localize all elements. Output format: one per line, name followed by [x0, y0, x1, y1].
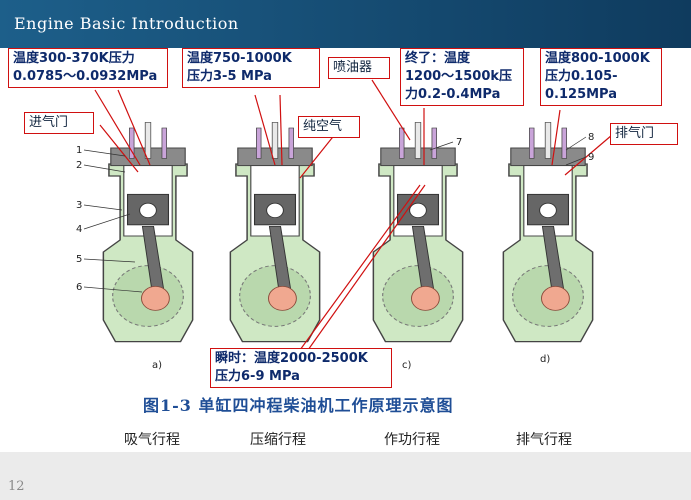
- stroke-label-compression: 压缩行程: [250, 432, 306, 448]
- intake-params-line-1: 温度300-370K压力: [13, 51, 135, 66]
- combustion-end-line-2: 1200～1500k压: [405, 69, 513, 84]
- intake-params-line-2: 0.0785～0.0932MPa: [13, 69, 158, 84]
- injector-label: 喷油器: [333, 60, 373, 75]
- part-number-2: 2: [76, 160, 82, 171]
- exhaust-params-line-2: 压力0.105-: [545, 69, 618, 84]
- part-number-leaders: [83, 136, 587, 293]
- exhaust-valve-callout: 排气门: [610, 123, 678, 145]
- sub-label-c: c): [402, 360, 411, 371]
- engine-a: [102, 121, 194, 343]
- title-bar: Engine Basic Introduction: [0, 0, 691, 48]
- page-number: 12: [8, 479, 25, 494]
- intake-valve-label: 进气门: [29, 115, 69, 130]
- part-number-3: 3: [76, 200, 82, 211]
- compression-params-callout: 温度750-1000K 压力3-5 MPa: [182, 48, 320, 88]
- pure-air-callout: 纯空气: [298, 116, 360, 138]
- page-title: Engine Basic Introduction: [14, 14, 239, 33]
- exhaust-params-line-1: 温度800-1000K: [545, 51, 650, 66]
- combustion-end-line-1: 终了：温度: [405, 51, 471, 66]
- combustion-end-params-callout: 终了：温度 1200～1500k压 力0.2-0.4MPa: [400, 48, 524, 106]
- stroke-label-exhaust: 排气行程: [516, 432, 572, 448]
- footer-band: [0, 452, 691, 500]
- engine-b: [229, 121, 321, 343]
- part-number-6: 6: [76, 282, 82, 293]
- part-number-7: 7: [456, 137, 462, 148]
- exhaust-params-callout: 温度800-1000K 压力0.105- 0.125MPa: [540, 48, 662, 106]
- sub-label-d: d): [540, 354, 550, 365]
- part-numbers: 1 2 3 4 5 6 7 8 9: [76, 132, 594, 293]
- part-number-5: 5: [76, 254, 82, 265]
- callout-leader-lines: [94, 79, 613, 351]
- instant-params-line-2: 压力6-9 MPa: [215, 369, 300, 384]
- stroke-label-intake: 吸气行程: [124, 432, 180, 448]
- engine-c: [372, 121, 464, 343]
- instant-params-line-1: 瞬时：温度2000-2500K: [215, 351, 368, 366]
- part-number-4: 4: [76, 224, 82, 235]
- intake-valve-callout: 进气门: [24, 112, 94, 134]
- injector-callout: 喷油器: [328, 57, 390, 79]
- engine-d: [502, 121, 594, 343]
- part-number-8: 8: [588, 132, 594, 143]
- part-number-9: 9: [588, 152, 594, 163]
- compression-params-line-1: 温度750-1000K: [187, 51, 292, 66]
- instant-params-callout: 瞬时：温度2000-2500K 压力6-9 MPa: [210, 348, 392, 388]
- combustion-end-line-3: 力0.2-0.4MPa: [405, 87, 501, 102]
- sub-label-a: a): [152, 360, 162, 371]
- part-number-1: 1: [76, 145, 82, 156]
- compression-params-line-2: 压力3-5 MPa: [187, 69, 272, 84]
- pure-air-label: 纯空气: [303, 119, 343, 134]
- intake-params-callout: 温度300-370K压力 0.0785～0.0932MPa: [8, 48, 168, 88]
- exhaust-valve-label: 排气门: [615, 126, 655, 141]
- exhaust-params-line-3: 0.125MPa: [545, 87, 618, 102]
- stroke-label-power: 作功行程: [384, 432, 440, 448]
- figure-caption: 图1-3 单缸四冲程柴油机工作原理示意图: [143, 396, 454, 415]
